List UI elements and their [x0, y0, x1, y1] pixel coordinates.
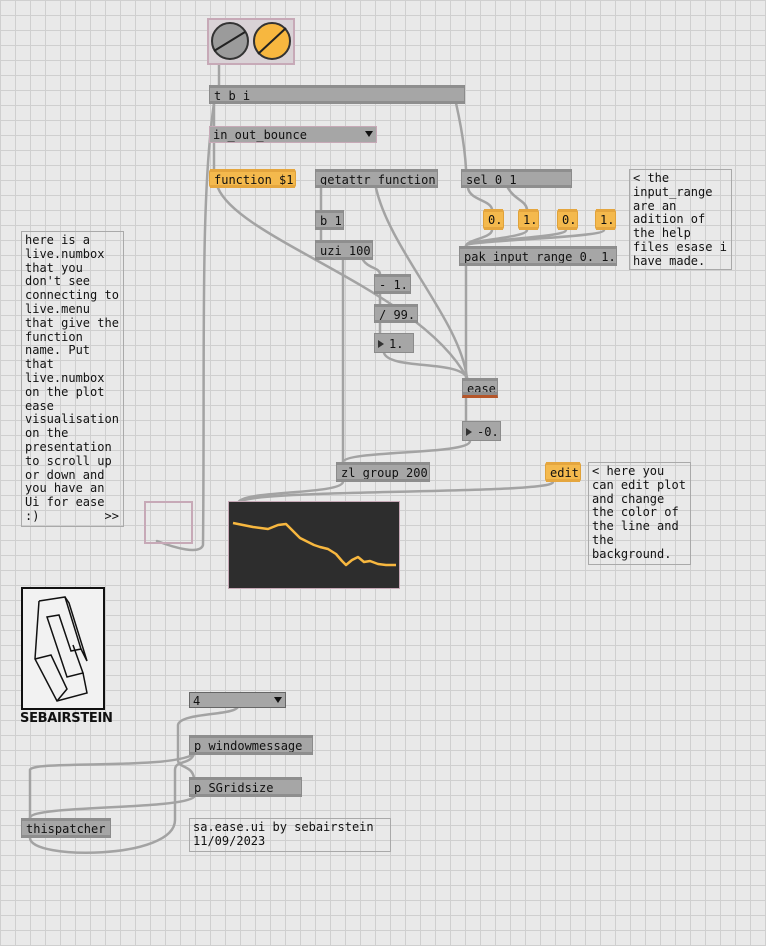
pak-object[interactable]: pak input_range 0. 1. — [459, 246, 617, 266]
ease-plot[interactable] — [228, 501, 400, 589]
message-0-a[interactable]: 0. — [483, 209, 504, 230]
sebairstein-logo — [21, 587, 105, 710]
hidden-numbox[interactable] — [144, 501, 193, 544]
dropdown-arrow-icon — [365, 131, 373, 137]
edit-message[interactable]: edit — [545, 462, 581, 482]
number-box-index[interactable]: 1. — [374, 333, 414, 353]
divide-object[interactable]: / 99. — [374, 304, 418, 323]
logo-text: SEBAIRSTEIN — [20, 711, 113, 726]
dropdown-arrow-icon — [274, 697, 282, 703]
number-value: -0. — [477, 425, 499, 439]
number-value: 1. — [389, 337, 404, 351]
credits-comment: sa.ease.ui by sebairstein 11/09/2023 — [189, 818, 391, 852]
ease-label: ease — [467, 382, 496, 396]
sgridsize-subpatcher[interactable]: p SGridsize — [189, 777, 302, 797]
dial-orange-icon[interactable] — [252, 21, 292, 61]
thispatcher-object[interactable]: thispatcher — [21, 818, 111, 838]
bang-object[interactable]: b 1 — [315, 210, 344, 230]
input-range-comment: < the input_range are an adition of the … — [629, 169, 732, 270]
getattr-object[interactable]: getattr function — [315, 169, 438, 188]
impossible-shape-icon — [34, 596, 88, 702]
edit-plot-comment: < here you can edit plot and change the … — [588, 462, 691, 565]
trigger-object[interactable]: t b i — [209, 85, 465, 104]
sel-object[interactable]: sel 0 1 — [461, 169, 572, 188]
message-1-b[interactable]: 1. — [595, 209, 616, 230]
function-menu[interactable]: in_out_bounce — [209, 126, 377, 143]
dial-grey-icon[interactable] — [210, 21, 250, 61]
left-comment: here is a live.numbox that you don't see… — [21, 231, 124, 527]
minus-object[interactable]: - 1. — [374, 274, 411, 294]
grid-size-value: 4 — [193, 694, 201, 708]
function-menu-value: in_out_bounce — [213, 128, 307, 142]
windowmessage-subpatcher[interactable]: p windowmessage — [189, 735, 313, 755]
ease-object[interactable]: ease — [462, 378, 498, 398]
number-box-ease-output[interactable]: -0. — [462, 421, 501, 441]
message-0-b[interactable]: 0. — [557, 209, 578, 230]
grid-size-menu[interactable]: 4 — [189, 692, 286, 708]
zl-group-object[interactable]: zl group 200 — [336, 462, 430, 482]
message-1-a[interactable]: 1. — [518, 209, 539, 230]
function-message[interactable]: function $1 — [209, 169, 296, 188]
uzi-object[interactable]: uzi 100 — [315, 240, 373, 260]
numbox-arrow-icon — [378, 340, 384, 348]
numbox-arrow-icon — [466, 428, 472, 436]
